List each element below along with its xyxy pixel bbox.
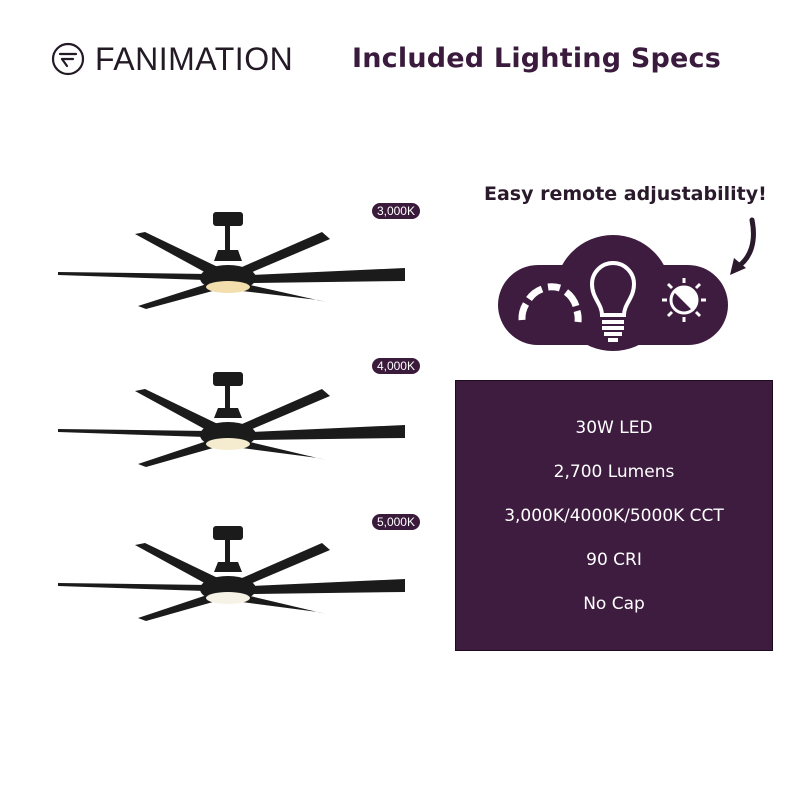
remote-controls-graphic xyxy=(498,217,756,351)
color-temperature-sun-icon xyxy=(662,278,706,322)
spec-lumens: 2,700 Lumens xyxy=(553,461,675,482)
ceiling-fan-icon xyxy=(58,526,405,621)
light-bulb-icon xyxy=(589,261,637,342)
color-temp-badge: 4,000K xyxy=(371,358,420,374)
ceiling-fan-icon xyxy=(58,372,405,467)
spec-cct: 3,000K/4000K/5000K CCT xyxy=(504,505,724,526)
ceiling-fan-icon xyxy=(58,212,405,309)
color-temp-badge: 3,000K xyxy=(371,203,420,219)
remote-caption: Easy remote adjustability! xyxy=(484,183,767,205)
brand-logo: FANIMATION xyxy=(51,40,293,78)
color-temp-badge: 5,000K xyxy=(371,514,420,530)
fan-image-3000k: 3,000K xyxy=(50,203,420,333)
arrow-head-icon xyxy=(730,258,746,275)
spec-wattage: 30W LED xyxy=(575,417,653,438)
dimmer-arc-icon xyxy=(518,283,582,323)
fan-image-5000k: 5,000K xyxy=(50,514,420,644)
curved-arrow-icon xyxy=(733,217,756,271)
fanimation-logo-icon xyxy=(51,42,85,76)
spec-cri: 90 CRI xyxy=(586,549,642,570)
brand-name: FANIMATION xyxy=(95,41,294,77)
fan-image-4000k: 4,000K xyxy=(50,358,420,488)
page-title: Included Lighting Specs xyxy=(352,43,721,74)
spec-cap: No Cap xyxy=(583,593,645,614)
spec-box: 30W LED 2,700 Lumens 3,000K/4000K/5000K … xyxy=(455,380,773,651)
